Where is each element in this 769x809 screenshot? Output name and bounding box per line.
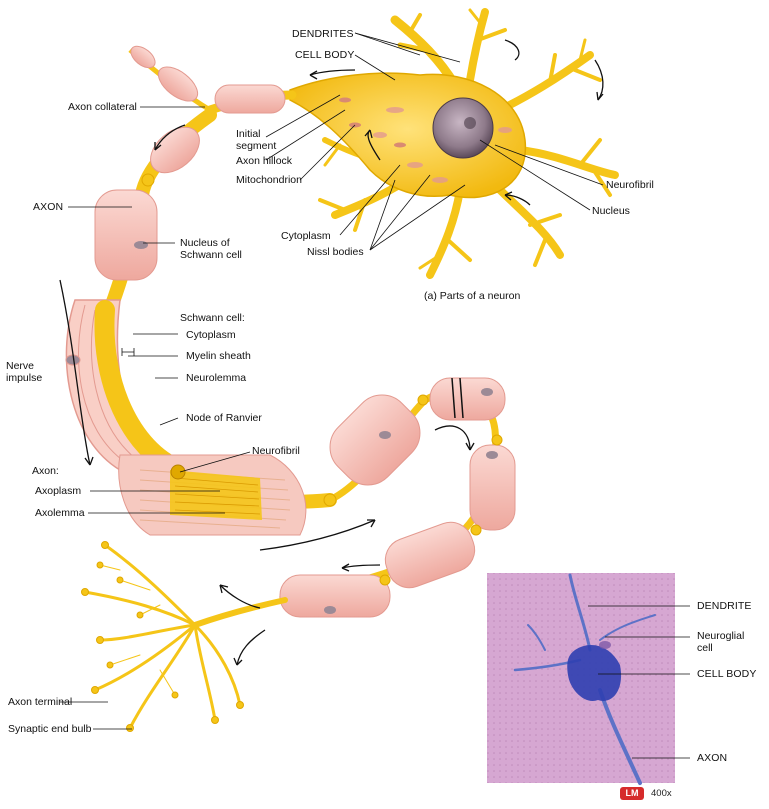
label-schwann-cell: Schwann cell: (180, 312, 245, 324)
nodes-of-ranvier (323, 394, 503, 586)
nucleus (432, 97, 494, 159)
nucleolus (464, 117, 476, 129)
label-lm-cell-body: CELL BODY (697, 668, 757, 680)
label-node-of-ranvier: Node of Ranvier (186, 412, 262, 424)
axon-terminals (83, 543, 288, 730)
schwann-cells-distal (279, 377, 516, 618)
label-nucleus-schwann: Nucleus of Schwann cell (180, 237, 242, 261)
label-neurofibril-top: Neurofibril (606, 179, 654, 191)
light-micrograph (487, 573, 675, 785)
label-lm-axon: AXON (697, 752, 728, 764)
label-axon: AXON (33, 201, 64, 213)
label-axolemma: Axolemma (35, 507, 85, 519)
label-initial-segment: Initial segment (236, 128, 277, 152)
label-neurolemma: Neurolemma (186, 372, 247, 384)
collateral-schwann-cells (130, 45, 199, 102)
label-neurofibril-mid: Neurofibril (252, 445, 300, 457)
label-myelin-sheath: Myelin sheath (186, 350, 251, 362)
synaptic-end-bulbs (81, 541, 244, 732)
label-cell-body: CELL BODY (295, 49, 355, 61)
label-axon-collateral: Axon collateral (68, 101, 137, 113)
node-of-ranvier (141, 173, 155, 187)
dendrites (318, 8, 619, 279)
lm-badge: LM (620, 787, 644, 800)
caption: (a) Parts of a neuron (424, 290, 521, 302)
label-axon-terminal: Axon terminal (8, 696, 73, 708)
label-nucleus: Nucleus (592, 205, 630, 217)
label-mitochondrion: Mitochondrion (236, 174, 302, 186)
label-neuroglial-cell: Neuroglial cell (697, 630, 745, 654)
nissl-bodies (373, 107, 512, 183)
label-nissl-bodies: Nissl bodies (307, 246, 364, 258)
label-nerve-impulse: Nerve impulse (6, 360, 43, 384)
label-axon-hillock: Axon hillock (236, 155, 293, 167)
leader-lines (60, 32, 690, 759)
label-dendrites: DENDRITES (292, 28, 354, 40)
impulse-arrows (59, 39, 604, 666)
schwann-cell (214, 84, 286, 114)
label-schwann-cytoplasm: Cytoplasm (186, 329, 236, 341)
label-cytoplasm: Cytoplasm (281, 230, 331, 242)
label-lm-dendrite: DENDRITE (697, 600, 752, 612)
axon-break-mark (451, 377, 464, 419)
label-synaptic-end-bulb: Synaptic end bulb (8, 723, 92, 735)
magnification-label: 400x (651, 788, 672, 799)
axon-cross-section (118, 454, 307, 536)
label-axoplasm: Axoplasm (35, 485, 82, 497)
label-axon-group: Axon: (32, 465, 59, 477)
schwann-cells-proximal (94, 126, 200, 281)
